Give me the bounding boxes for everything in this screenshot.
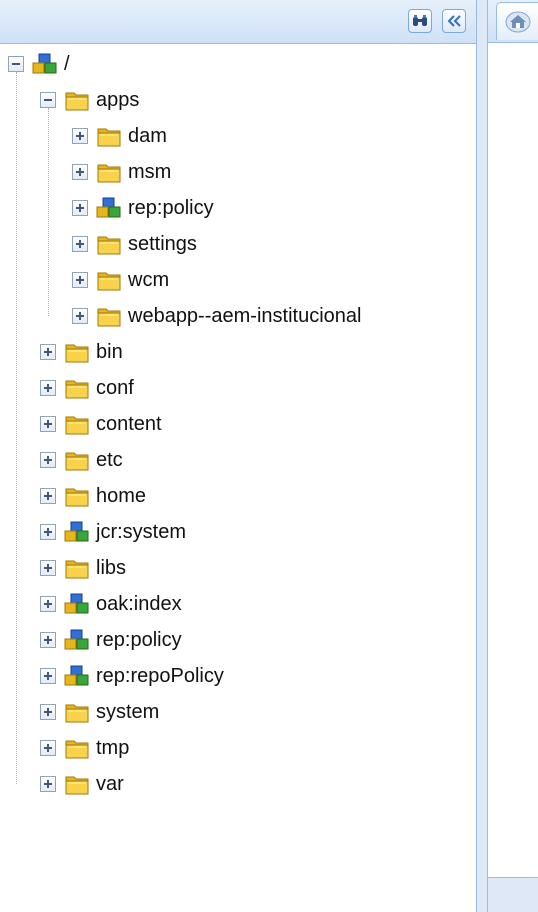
tree-node-system[interactable]: system	[40, 694, 159, 730]
expand-toggle-icon[interactable]	[72, 236, 88, 252]
folder-icon	[64, 376, 90, 400]
tree-node-apps-settings[interactable]: settings	[72, 226, 197, 262]
tree-node-label: dam	[128, 124, 167, 147]
home-icon	[505, 11, 531, 32]
node-icon	[64, 628, 90, 652]
expand-toggle-icon[interactable]	[40, 776, 56, 792]
tree-node-content[interactable]: content	[40, 406, 162, 442]
folder-icon	[96, 268, 122, 292]
tree-node-label: home	[96, 484, 147, 507]
tree-node-label: /	[64, 52, 70, 75]
tree-node-label: settings	[128, 232, 197, 255]
expand-toggle-icon[interactable]	[40, 488, 56, 504]
expand-toggle-icon[interactable]	[72, 128, 88, 144]
editor-footer	[488, 877, 538, 912]
folder-icon	[96, 124, 122, 148]
expand-toggle-icon[interactable]	[72, 200, 88, 216]
tree-node-label: libs	[96, 556, 127, 579]
tree-panel-header	[0, 0, 476, 44]
tree-node-label: system	[96, 700, 160, 723]
folder-icon	[96, 232, 122, 256]
expand-toggle-icon[interactable]	[40, 668, 56, 684]
home-tab[interactable]	[496, 2, 538, 40]
folder-icon	[64, 448, 90, 472]
folder-icon	[64, 412, 90, 436]
tree-node-tmp[interactable]: tmp	[40, 730, 129, 766]
folder-icon	[64, 556, 90, 580]
tree-node-root[interactable]: /	[8, 46, 70, 82]
expand-toggle-icon[interactable]	[72, 164, 88, 180]
folder-icon	[64, 700, 90, 724]
expand-toggle-icon[interactable]	[40, 596, 56, 612]
tree-node-var[interactable]: var	[40, 766, 124, 802]
tree-node-conf[interactable]: conf	[40, 370, 134, 406]
editor-area	[488, 43, 538, 877]
tree-connector	[16, 72, 17, 784]
expand-toggle-icon[interactable]	[40, 344, 56, 360]
tree-node-jcr-system[interactable]: jcr:system	[40, 514, 186, 550]
expand-toggle-icon[interactable]	[40, 560, 56, 576]
expand-toggle-icon[interactable]	[40, 704, 56, 720]
panel-splitter[interactable]	[476, 0, 488, 912]
folder-icon	[96, 160, 122, 184]
tree-node-label: conf	[96, 376, 134, 399]
tree-node-label: oak:index	[96, 592, 182, 615]
tree-node-label: rep:policy	[128, 196, 214, 219]
node-icon	[96, 196, 122, 220]
tree-node-bin[interactable]: bin	[40, 334, 123, 370]
folder-icon	[64, 736, 90, 760]
node-icon	[64, 520, 90, 544]
tree-node-rep-policy[interactable]: rep:policy	[40, 622, 182, 658]
node-icon	[64, 664, 90, 688]
tree-node-apps[interactable]: apps	[40, 82, 139, 118]
tree-node-label: bin	[96, 340, 123, 363]
tree-node-apps-dam[interactable]: dam	[72, 118, 167, 154]
double-chevron-left-icon[interactable]	[442, 9, 466, 33]
tree-node-label: apps	[96, 88, 140, 111]
tree-node-label: webapp--aem-institucional	[128, 304, 362, 327]
tree-node-etc[interactable]: etc	[40, 442, 123, 478]
tree-node-label: etc	[96, 448, 123, 471]
tree-node-oak-index[interactable]: oak:index	[40, 586, 182, 622]
tree-node-apps-rep-policy[interactable]: rep:policy	[72, 190, 214, 226]
collapse-toggle-icon[interactable]	[8, 56, 24, 72]
tree-node-label: jcr:system	[96, 520, 186, 543]
tree-node-libs[interactable]: libs	[40, 550, 126, 586]
folder-icon	[64, 484, 90, 508]
binoculars-icon[interactable]	[408, 9, 432, 33]
tree-node-label: rep:policy	[96, 628, 182, 651]
folder-icon	[96, 304, 122, 328]
tree-node-label: content	[96, 412, 162, 435]
expand-toggle-icon[interactable]	[40, 632, 56, 648]
tree-node-label: rep:repoPolicy	[96, 664, 224, 687]
expand-toggle-icon[interactable]	[40, 380, 56, 396]
tree-node-apps-msm[interactable]: msm	[72, 154, 171, 190]
node-icon	[64, 592, 90, 616]
folder-icon	[64, 88, 90, 112]
expand-toggle-icon[interactable]	[72, 308, 88, 324]
tree-node-label: msm	[128, 160, 172, 183]
expand-toggle-icon[interactable]	[40, 524, 56, 540]
expand-toggle-icon[interactable]	[40, 416, 56, 432]
tree-node-rep-repopolicy[interactable]: rep:repoPolicy	[40, 658, 224, 694]
tree-node-label: var	[96, 772, 124, 795]
editor-tabbar	[488, 0, 538, 43]
tree-node-apps-wcm[interactable]: wcm	[72, 262, 169, 298]
tree-connector	[48, 108, 49, 316]
folder-icon	[64, 772, 90, 796]
tree-node-label: wcm	[128, 268, 170, 291]
node-icon	[32, 52, 58, 76]
expand-toggle-icon[interactable]	[40, 452, 56, 468]
collapse-toggle-icon[interactable]	[40, 92, 56, 108]
tree-node-apps-webapp[interactable]: webapp--aem-institucional	[72, 298, 361, 334]
expand-toggle-icon[interactable]	[40, 740, 56, 756]
expand-toggle-icon[interactable]	[72, 272, 88, 288]
tree-node-home[interactable]: home	[40, 478, 146, 514]
folder-icon	[64, 340, 90, 364]
tree-node-label: tmp	[96, 736, 130, 759]
repository-tree: / apps dam msm rep:policy settings wcm w…	[0, 43, 476, 912]
